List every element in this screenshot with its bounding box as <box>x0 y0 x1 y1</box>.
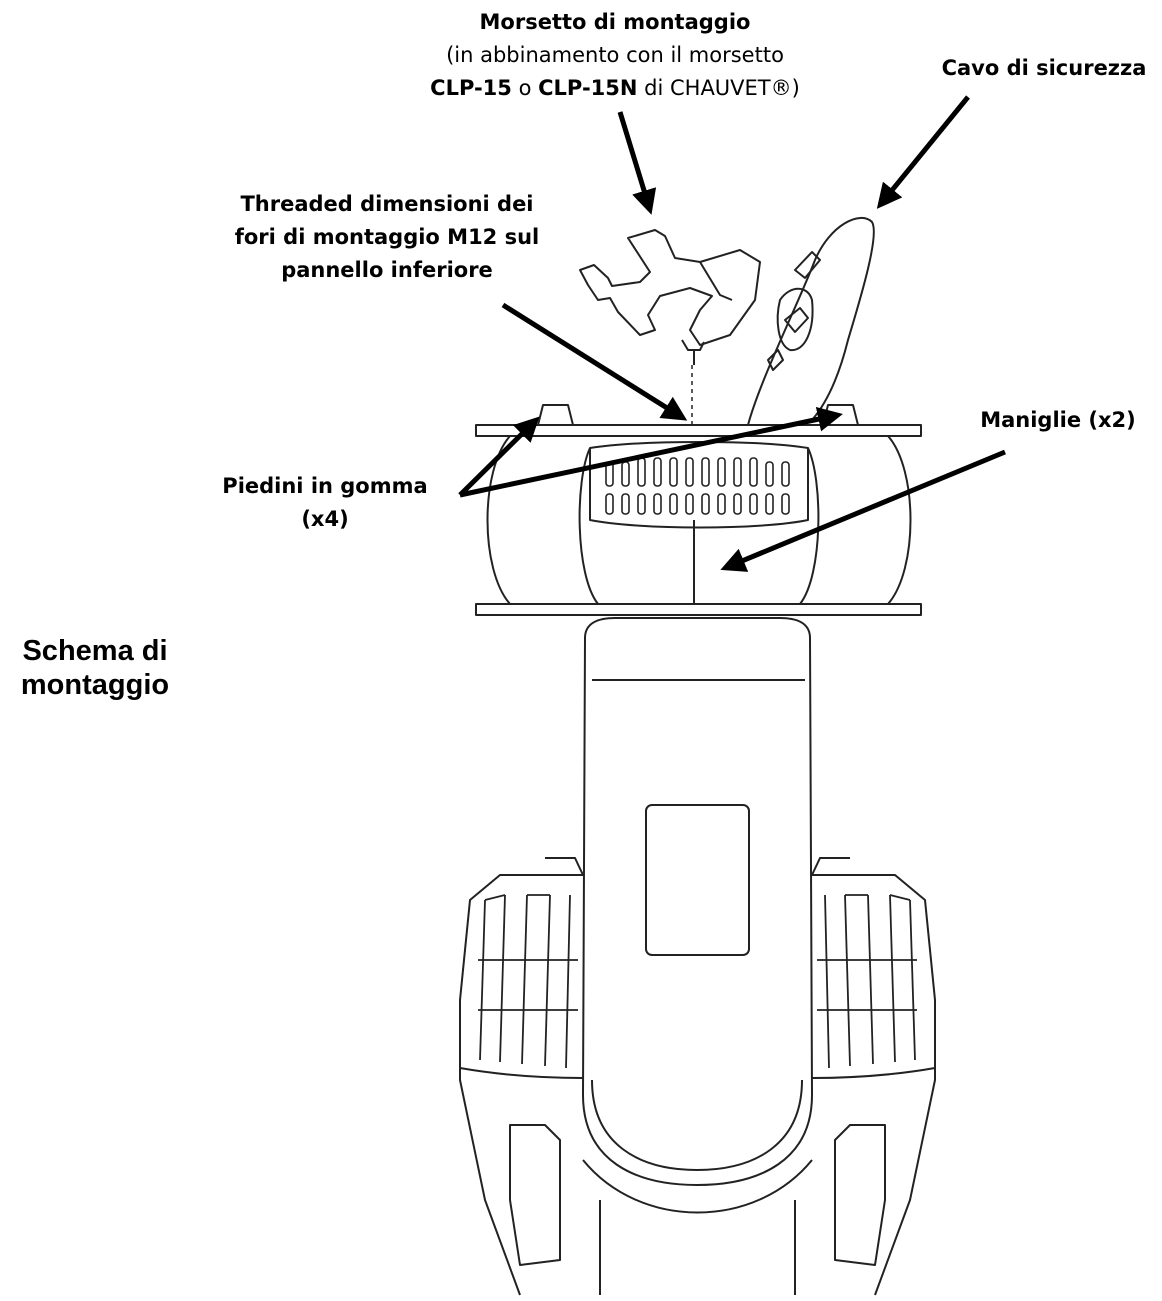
clamp-label-line3: CLP-15 o CLP-15N di CHAUVET®) <box>395 72 835 105</box>
vent-slots <box>605 457 790 515</box>
clamp-brand: di CHAUVET®) <box>637 76 800 100</box>
safety-cable-label: Cavo di sicurezza <box>941 56 1147 80</box>
diagram-title-line2: montaggio <box>20 669 170 701</box>
arrow-clamp <box>617 111 657 215</box>
arrow-threaded-holes <box>501 302 688 421</box>
rubber-feet-label: Piedini in gomma (x4) <box>205 470 445 536</box>
arrow-safety-cable <box>876 95 970 209</box>
handles-label: Maniglie (x2) <box>980 408 1136 432</box>
yoke-assembly <box>475 404 922 616</box>
fixture-body <box>459 617 936 1296</box>
arrow-handles <box>720 449 1006 572</box>
diagram-title: Schema di montaggio <box>0 634 190 702</box>
clamp-model-a: CLP-15 <box>430 76 512 100</box>
cooling-fins <box>478 894 917 1069</box>
callout-arrows <box>458 95 1006 572</box>
threaded-holes-line3: pannello inferiore <box>281 258 493 282</box>
threaded-holes-line2: fori di montaggio M12 sul <box>234 225 540 249</box>
rubber-feet-line1: Piedini in gomma <box>222 474 428 498</box>
clamp-label: Morsetto di montaggio (in abbinamento co… <box>395 6 835 105</box>
rubber-feet-line2: (x4) <box>301 507 349 531</box>
clamp-conjunction: o <box>511 76 539 100</box>
arrow-rubber-foot-left <box>458 416 540 497</box>
clamp-model-b: CLP-15N <box>538 76 638 100</box>
diagram-title-line1: Schema di <box>22 635 168 667</box>
threaded-holes-label: Threaded dimensioni dei fori di montaggi… <box>212 188 562 287</box>
arrow-rubber-foot-right <box>459 406 843 498</box>
clamp-label-title: Morsetto di montaggio <box>479 10 751 34</box>
mounting-clamp <box>579 229 761 365</box>
safety-cable <box>747 216 875 426</box>
threaded-holes-line1: Threaded dimensioni dei <box>240 192 534 216</box>
clamp-label-line2: (in abbinamento con il morsetto <box>446 43 784 67</box>
